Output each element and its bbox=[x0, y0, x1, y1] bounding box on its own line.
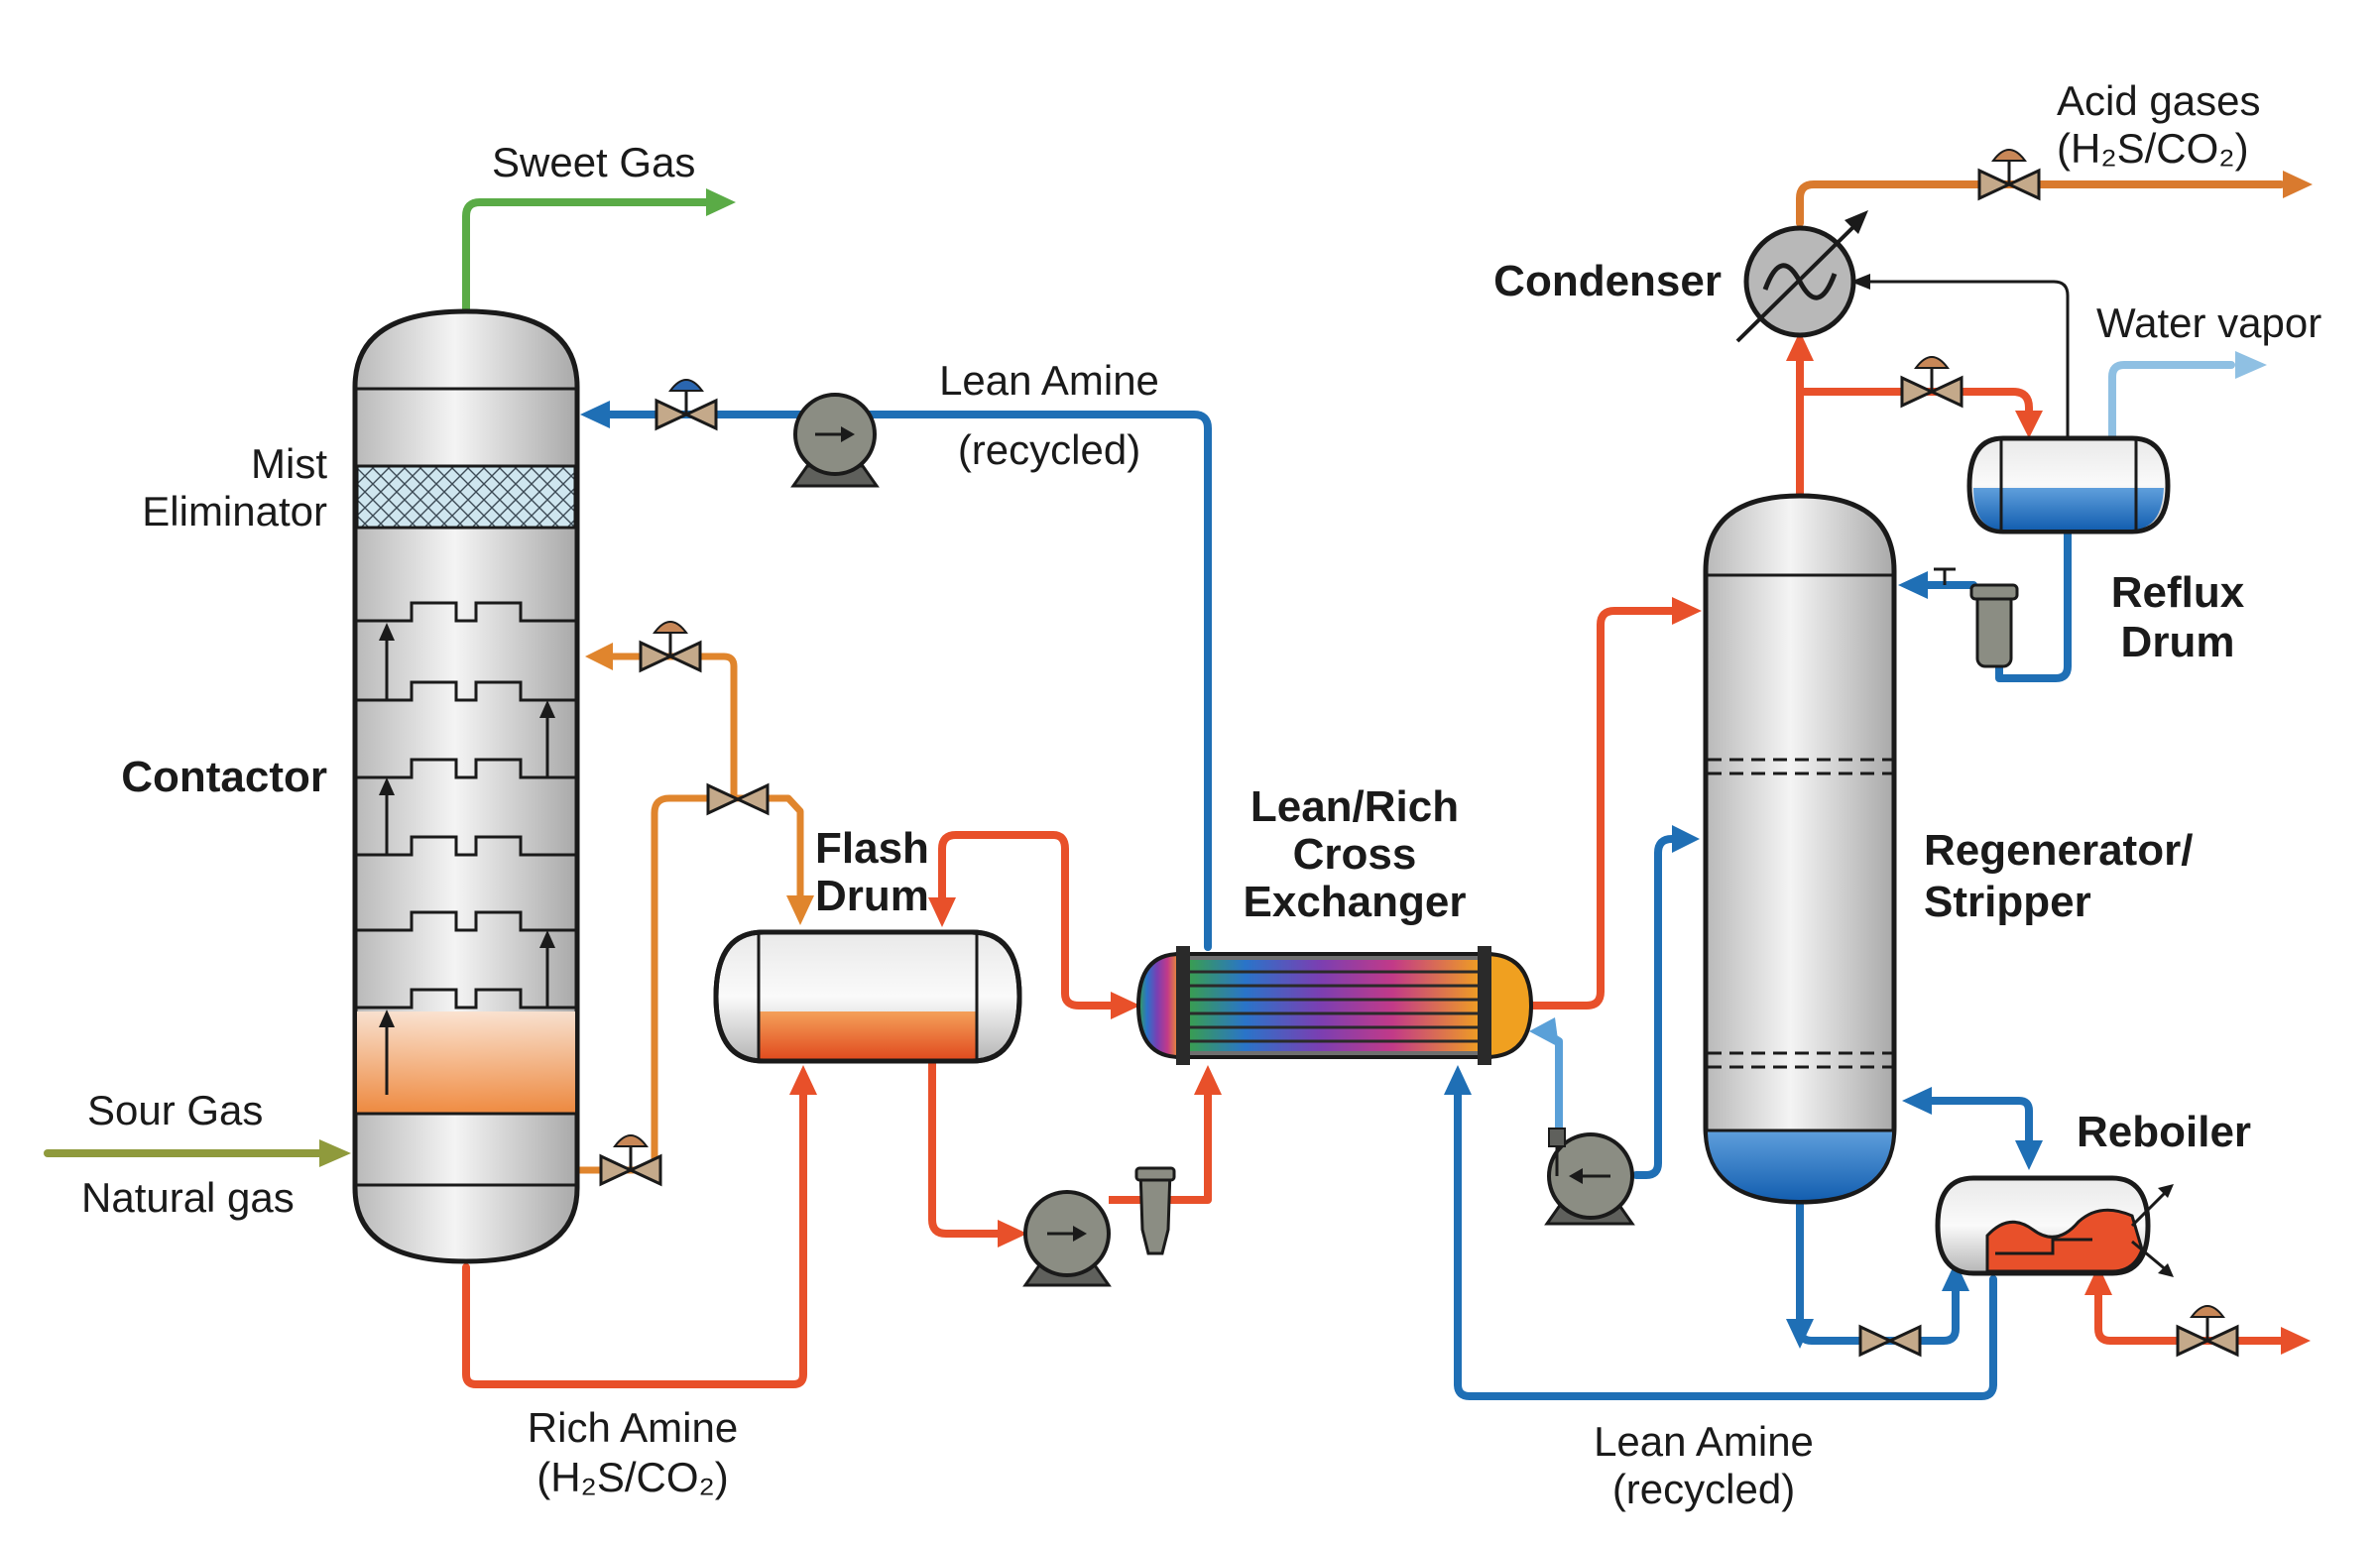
regenerator-stripper-column bbox=[1703, 493, 1897, 1205]
condenser-exchanger bbox=[1735, 210, 1868, 343]
condenser-label: Condenser bbox=[1493, 257, 1722, 305]
contactor-bottom-control-valve bbox=[599, 1134, 662, 1187]
reflux-drum-label-line1: Reflux bbox=[2111, 568, 2245, 617]
lean-amine-return-line bbox=[580, 401, 1212, 951]
reboiler-label: Reboiler bbox=[2077, 1108, 2251, 1156]
water-vapor-line bbox=[2108, 351, 2267, 445]
reflux-drum-vessel bbox=[1966, 435, 2171, 534]
overhead-control-valve bbox=[1900, 356, 1964, 409]
cross-exchanger-label-line1: Lean/Rich bbox=[1250, 782, 1459, 831]
water-vapor-label: Water vapor bbox=[2096, 299, 2321, 346]
sour-gas-inlet-line bbox=[44, 1139, 351, 1167]
semi-lean-amine-line bbox=[576, 643, 814, 1174]
cross-exchanger-label-line3: Exchanger bbox=[1244, 878, 1467, 926]
contactor-column bbox=[352, 308, 580, 1264]
reboiler-vapor-return-line bbox=[1902, 1087, 2043, 1170]
cross-exchanger-label-line2: Cross bbox=[1293, 830, 1417, 879]
flash-drum-outlet-line bbox=[928, 1057, 1222, 1247]
mist-label: Mist bbox=[251, 440, 327, 487]
rich-amine-to-regenerator-line bbox=[1528, 597, 1702, 1010]
semi-lean-control-valve bbox=[639, 621, 702, 673]
lean-amine-top-label-line1: Lean Amine bbox=[939, 357, 1159, 404]
rich-amine-pump bbox=[1022, 1190, 1190, 1287]
lean-amine-top-label-line2: (recycled) bbox=[958, 426, 1140, 473]
mist-eliminator-pad bbox=[355, 464, 577, 530]
steam-outlet-control-valve bbox=[2176, 1305, 2239, 1358]
flash-drum-label-line1: Flash bbox=[815, 824, 929, 873]
flash-drum-vessel bbox=[713, 929, 1022, 1064]
rich-amine-label-line1: Rich Amine bbox=[528, 1404, 738, 1451]
reboiler-steam-line bbox=[2084, 1265, 2311, 1355]
eliminator-label: Eliminator bbox=[142, 488, 327, 534]
acid-gases-label-line2: (H₂S/CO₂) bbox=[2057, 125, 2249, 172]
flash-drum-vapor-loop bbox=[928, 831, 1140, 1019]
lean-amine-bottom-line bbox=[1444, 1065, 1997, 1400]
contactor-label: Contactor bbox=[121, 753, 327, 801]
rich-amine-line bbox=[462, 1065, 817, 1388]
rich-amine-filter bbox=[1134, 1166, 1176, 1255]
reflux-filter bbox=[1934, 567, 2019, 668]
reflux-return-line bbox=[1898, 522, 2072, 682]
sour-gas-label: Sour Gas bbox=[87, 1087, 263, 1133]
reboiler-vessel bbox=[1935, 1175, 2174, 1277]
sweet-gas-line bbox=[462, 188, 736, 319]
semi-lean-manual-valve bbox=[706, 782, 770, 816]
flash-drum-label-line2: Drum bbox=[815, 872, 929, 920]
natural-gas-label: Natural gas bbox=[81, 1174, 295, 1221]
acid-gases-label-line1: Acid gases bbox=[2057, 77, 2260, 124]
regenerator-overhead-line bbox=[1786, 331, 2043, 500]
acid-gas-outlet-line bbox=[1796, 171, 2313, 227]
sweet-gas-label: Sweet Gas bbox=[492, 139, 695, 185]
lean-amine-control-valve bbox=[654, 379, 718, 431]
lean-rich-cross-exchanger bbox=[1135, 946, 1534, 1065]
reboiler-inlet-valve bbox=[1858, 1324, 1922, 1358]
lean-amine-pump-line bbox=[1529, 825, 1700, 1179]
regenerator-label-line2: Stripper bbox=[1924, 878, 2091, 926]
lean-amine-bottom-label-line2: (recycled) bbox=[1612, 1466, 1795, 1512]
acid-gas-control-valve bbox=[1977, 149, 2041, 201]
condenser-control-line bbox=[1850, 274, 2070, 443]
lean-amine-pump-top bbox=[790, 393, 880, 488]
reflux-drum-label-line2: Drum bbox=[2121, 618, 2235, 666]
regenerator-label-line1: Regenerator/ bbox=[1924, 826, 2193, 875]
lean-amine-pump-bottom bbox=[1544, 1128, 1635, 1226]
lean-amine-bottom-label-line1: Lean Amine bbox=[1594, 1418, 1814, 1465]
rich-amine-label-line2: (H₂S/CO₂) bbox=[536, 1454, 729, 1500]
